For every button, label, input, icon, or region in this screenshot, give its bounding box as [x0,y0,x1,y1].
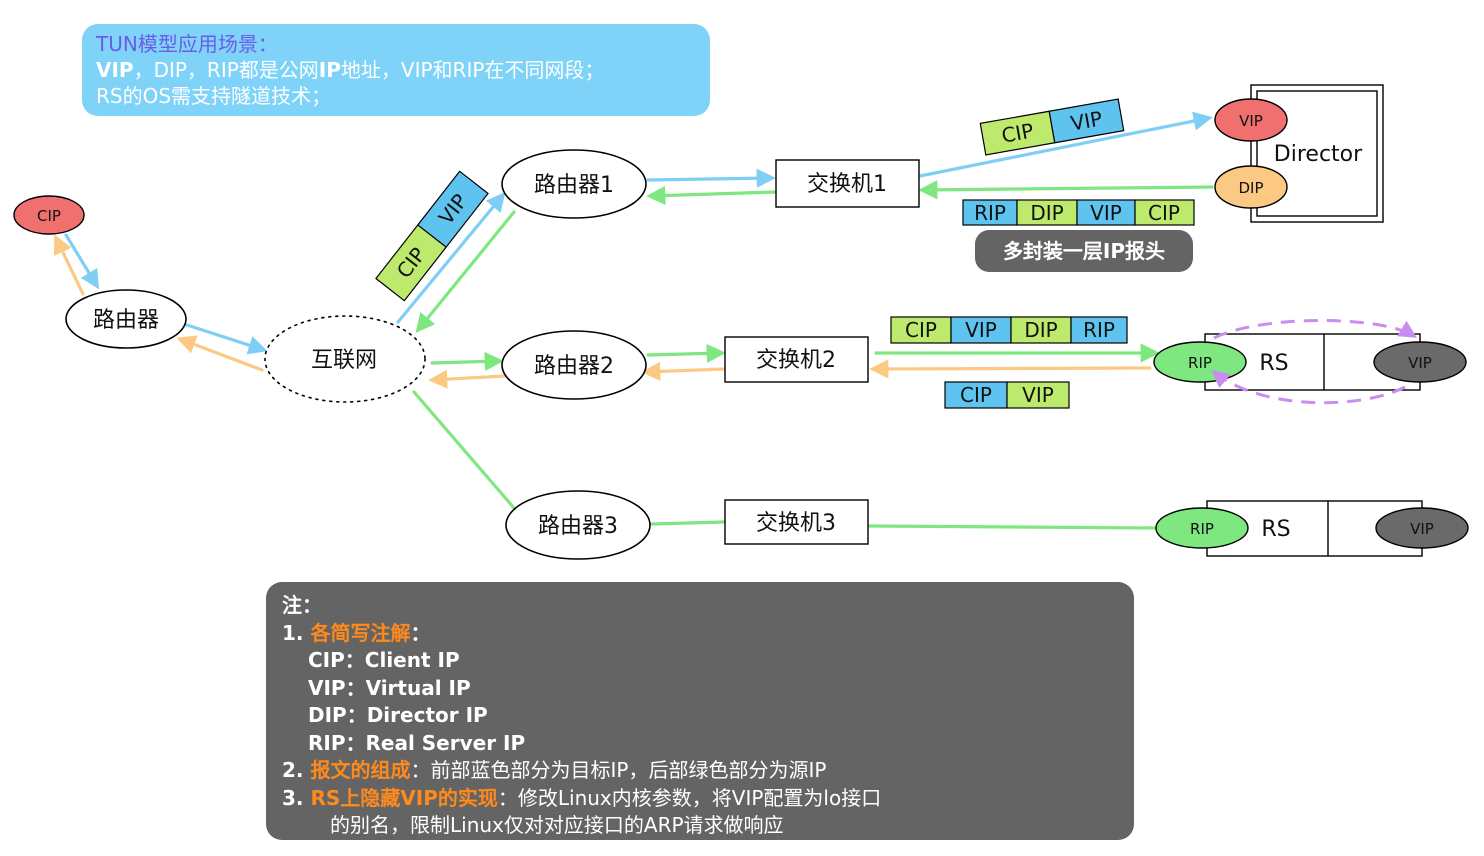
notes-abbr-cip: CIP：Client IP [308,648,460,672]
router0-label: 路由器 [93,308,159,333]
packet-director-out-cip: CIP [1148,201,1180,225]
rs2-node: RS RIP VIP [1155,500,1469,557]
packet-rs-in-dip: DIP [1024,318,1057,342]
notes-abbr-rip: RIP：Real Server IP [308,730,526,755]
rs1-vip-label: VIP [1408,354,1432,372]
notes-item1: 1. 各简写注解： [282,620,431,645]
encap-label: 多封装一层IP报头 [1003,239,1165,263]
arrow-router0-to-cip [54,234,85,296]
packet-director-out-vip: VIP [1090,201,1122,225]
packet-rs-in-cip: CIP [905,318,937,342]
rs2-rip-label: RIP [1190,520,1214,538]
packet-rs-in: CIP VIP DIP RIP [890,316,1128,344]
router1-label: 路由器1 [534,173,614,198]
arrow-router2-to-internet [428,369,507,389]
router3-node: 路由器3 [505,490,651,560]
rs2-vip-label: VIP [1410,520,1434,538]
link-switch3-rs2 [868,524,1158,530]
arrow-internet-to-router2 [430,351,504,372]
notes-panel: 注： 1. 各简写注解： CIP：Client IP VIP：Virtual I… [266,582,1134,840]
router3-label: 路由器3 [538,514,618,539]
packet-top-request-src: CIP [1000,118,1036,147]
rs2-label: RS [1261,517,1290,542]
scenario-line2: RS的OS需支持隧道技术； [96,84,332,108]
packet-director-out-dip: DIP [1030,201,1063,225]
switch2-label: 交换机2 [756,348,836,373]
rs1-vip-alias-loop [1213,319,1418,340]
connection-lines [54,111,1214,530]
director-node: Director VIP DIP [1214,84,1384,223]
link-internet-router3 [412,390,516,510]
packet-rs-reply-vip: VIP [1022,383,1054,407]
arrow-internet-to-router1 [396,192,506,324]
notes-item2: 2. 报文的组成：前部蓝色部分为目标IP，后部绿色部分为源IP [282,758,827,782]
arrow-router1-to-internet [415,210,516,333]
director-dip-label: DIP [1238,179,1263,197]
internet-node: 互联网 [264,315,426,403]
arrow-router2-to-switch2 [646,343,726,364]
link-router3-switch3 [650,520,726,526]
packet-director-out: RIP DIP VIP CIP [962,199,1195,226]
cip-label: CIP [37,207,61,225]
router1-node: 路由器1 [501,149,647,219]
packet-rs-reply: CIP VIP [944,381,1070,409]
router0-node: 路由器 [65,289,187,349]
rs1-label: RS [1259,351,1288,376]
arrow-router0-to-internet [185,323,268,355]
scenario-line1: VIP，DIP，RIP都是公网IP地址，VIP和RIP在不同网段； [96,58,605,82]
notes-item3-cont: 的别名，限制Linux仅对对应接口的ARP请求做响应 [330,813,784,837]
packet-director-out-rip: RIP [974,201,1006,225]
arrow-switch1-to-router1 [646,185,778,206]
switch2-node: 交换机2 [724,336,869,383]
director-label: Director [1274,142,1363,167]
packet-rs-in-rip: RIP [1083,318,1115,342]
scenario-description: TUN模型应用场景： VIP，DIP，RIP都是公网IP地址，VIP和RIP在不… [82,24,710,116]
arrow-director-to-switch1 [918,180,1214,200]
arrow-switch1-to-director [918,111,1213,178]
arrow-internet-to-router0 [176,335,264,372]
internet-label: 互联网 [311,348,377,373]
notes-title: 注： [282,593,322,617]
arrow-router1-to-switch1 [646,168,776,188]
switch3-node: 交换机3 [724,499,869,545]
arrow-cip-to-router0 [64,233,99,290]
arrow-switch2-to-router2 [641,361,726,382]
notes-item3: 3. RS上隐藏VIP的实现：修改Linux内核参数，将VIP配置为lo接口 [282,785,882,810]
switch1-node: 交换机1 [775,159,920,208]
rs1-rip-label: RIP [1188,354,1212,372]
switch3-label: 交换机3 [756,511,836,536]
packet-rs-reply-cip: CIP [960,383,992,407]
rs1-vip-alias-loop-return [1211,369,1406,405]
cip-node: CIP [13,195,85,235]
switch1-label: 交换机1 [807,172,887,197]
notes-abbr-vip: VIP：Virtual IP [308,675,471,700]
packet-diagonal: CIP VIP [375,170,489,302]
packet-top-request-dst: VIP [1069,106,1104,135]
router2-label: 路由器2 [534,354,614,379]
router2-node: 路由器2 [501,330,647,400]
rs1-node: RS RIP VIP [1153,319,1467,405]
notes-abbr-dip: DIP：Director IP [308,703,488,727]
scenario-title: TUN模型应用场景： [96,32,278,56]
director-vip-label: VIP [1239,112,1263,130]
arrow-rs1-to-switch2 [869,359,1152,379]
packet-top-request: CIP VIP [979,98,1125,156]
packet-rs-in-vip: VIP [965,318,997,342]
encap-label-pill: 多封装一层IP报头 [975,230,1193,272]
